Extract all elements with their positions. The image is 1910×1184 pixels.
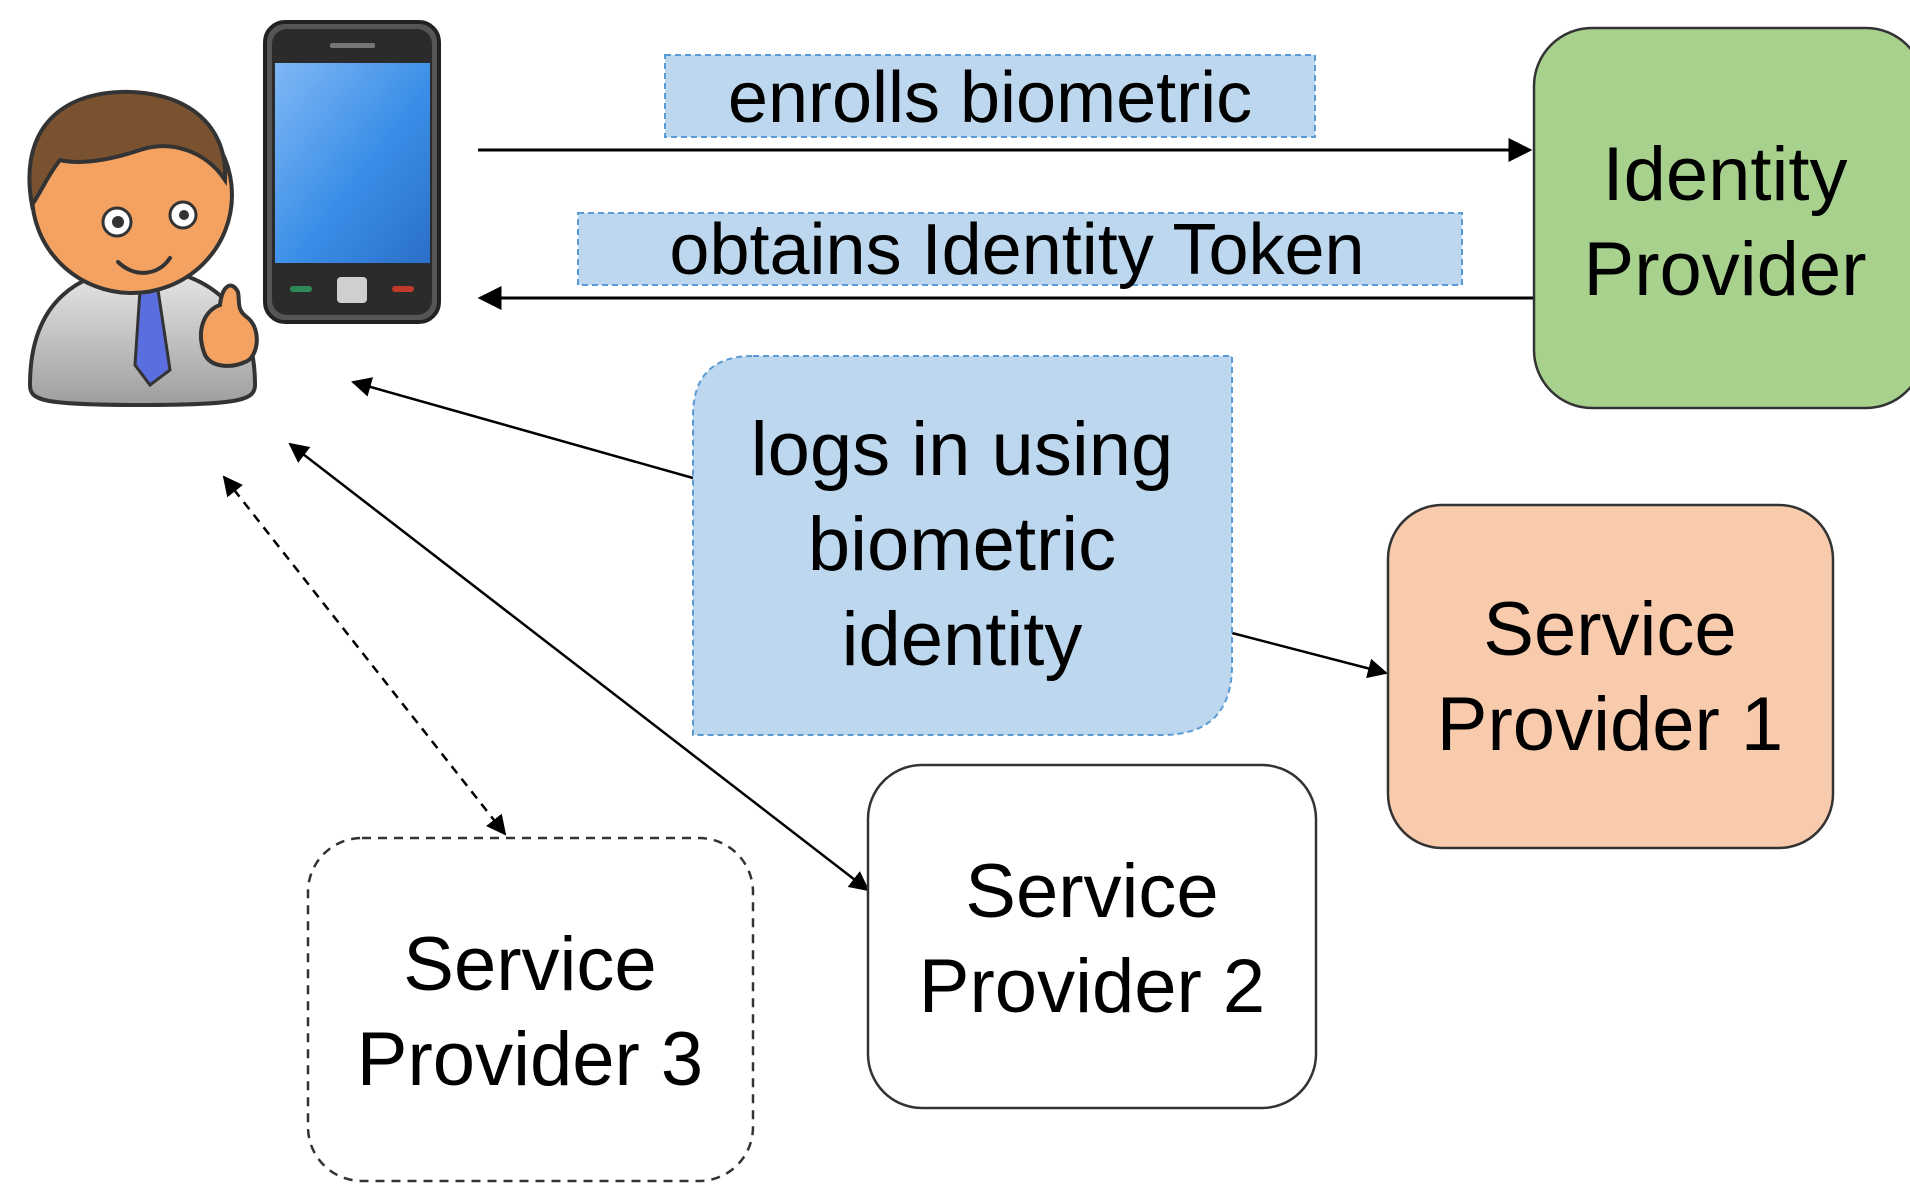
- service-provider-3-node: [306, 836, 755, 1183]
- service-provider-1-label-line-2: Provider 1: [1437, 682, 1783, 767]
- obtains-label: obtains Identity Token: [669, 210, 1364, 290]
- login-arrow-to-provider-1: [1231, 631, 1388, 679]
- provider-3-connector: [222, 475, 507, 836]
- person-icon: [27, 89, 259, 408]
- login-arrow-to-user: [351, 377, 694, 480]
- enrolls-label-box: [664, 54, 1316, 138]
- service-provider-1-node: [1386, 503, 1835, 850]
- enrolls-label: enrolls biometric: [728, 58, 1252, 138]
- service-provider-2-label-line-2: Provider 2: [919, 944, 1265, 1029]
- login-label-line-2: biometric: [808, 502, 1116, 587]
- service-provider-1-label-line-1: Service: [1483, 587, 1736, 672]
- service-provider-2-node: [866, 763, 1318, 1110]
- login-label-line-3: identity: [842, 597, 1083, 682]
- identity-provider-label-line-1: Identity: [1602, 132, 1847, 217]
- identity-provider-label-line-2: Provider: [1584, 227, 1867, 312]
- login-label-line-1: logs in using: [751, 407, 1174, 492]
- identity-provider-node: [1532, 26, 1910, 410]
- service-provider-3-label-line-1: Service: [403, 922, 656, 1007]
- login-label-box: [692, 355, 1233, 736]
- service-provider-2-label-line-1: Service: [965, 849, 1218, 934]
- smartphone-icon: [263, 20, 441, 324]
- obtains-label-box: [577, 212, 1463, 286]
- service-provider-3-label-line-2: Provider 3: [357, 1017, 703, 1102]
